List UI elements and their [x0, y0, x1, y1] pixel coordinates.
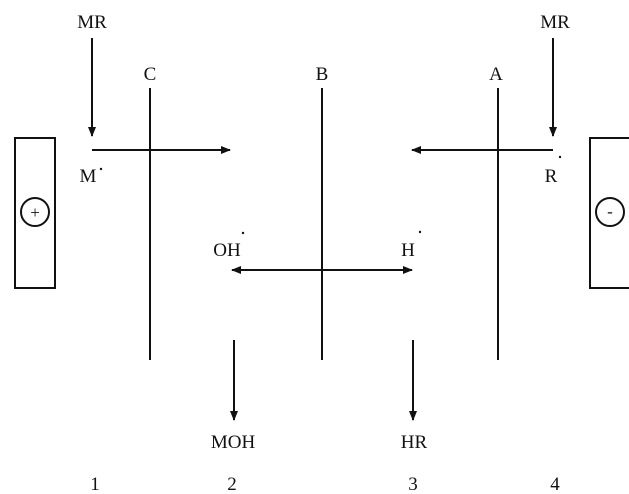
- feed-right-label: MR: [540, 12, 570, 33]
- anode-sign: +: [30, 203, 40, 222]
- compartment-3-label: 3: [408, 474, 418, 494]
- anode-circle: [20, 197, 50, 227]
- cathode-circle: [595, 197, 625, 227]
- compartment-4-label: 4: [550, 474, 560, 494]
- compartment-2-label: 2: [227, 474, 237, 494]
- ion-h-label: H: [401, 240, 415, 261]
- cathode-sign: -: [607, 202, 613, 221]
- membrane-c-label: C: [144, 64, 157, 85]
- compartment-1-label: 1: [90, 474, 100, 494]
- ion-oh-label: OH: [213, 240, 241, 261]
- ion-r-label: R: [545, 166, 558, 187]
- product-moh-label: MOH: [211, 432, 256, 453]
- membrane-a-label: A: [489, 64, 503, 85]
- ion-r-charge-dot: [558, 155, 562, 159]
- cathode-electrode: [589, 137, 629, 289]
- ion-m-label: M: [80, 166, 97, 187]
- ion-oh-charge-dot: [241, 231, 245, 235]
- anode-electrode: [14, 137, 56, 289]
- membrane-b-label: B: [316, 64, 329, 85]
- ion-h-charge-dot: [418, 230, 422, 234]
- feed-left-label: MR: [77, 12, 107, 33]
- product-hr-label: HR: [401, 432, 428, 453]
- ion-m-charge-dot: [99, 167, 103, 171]
